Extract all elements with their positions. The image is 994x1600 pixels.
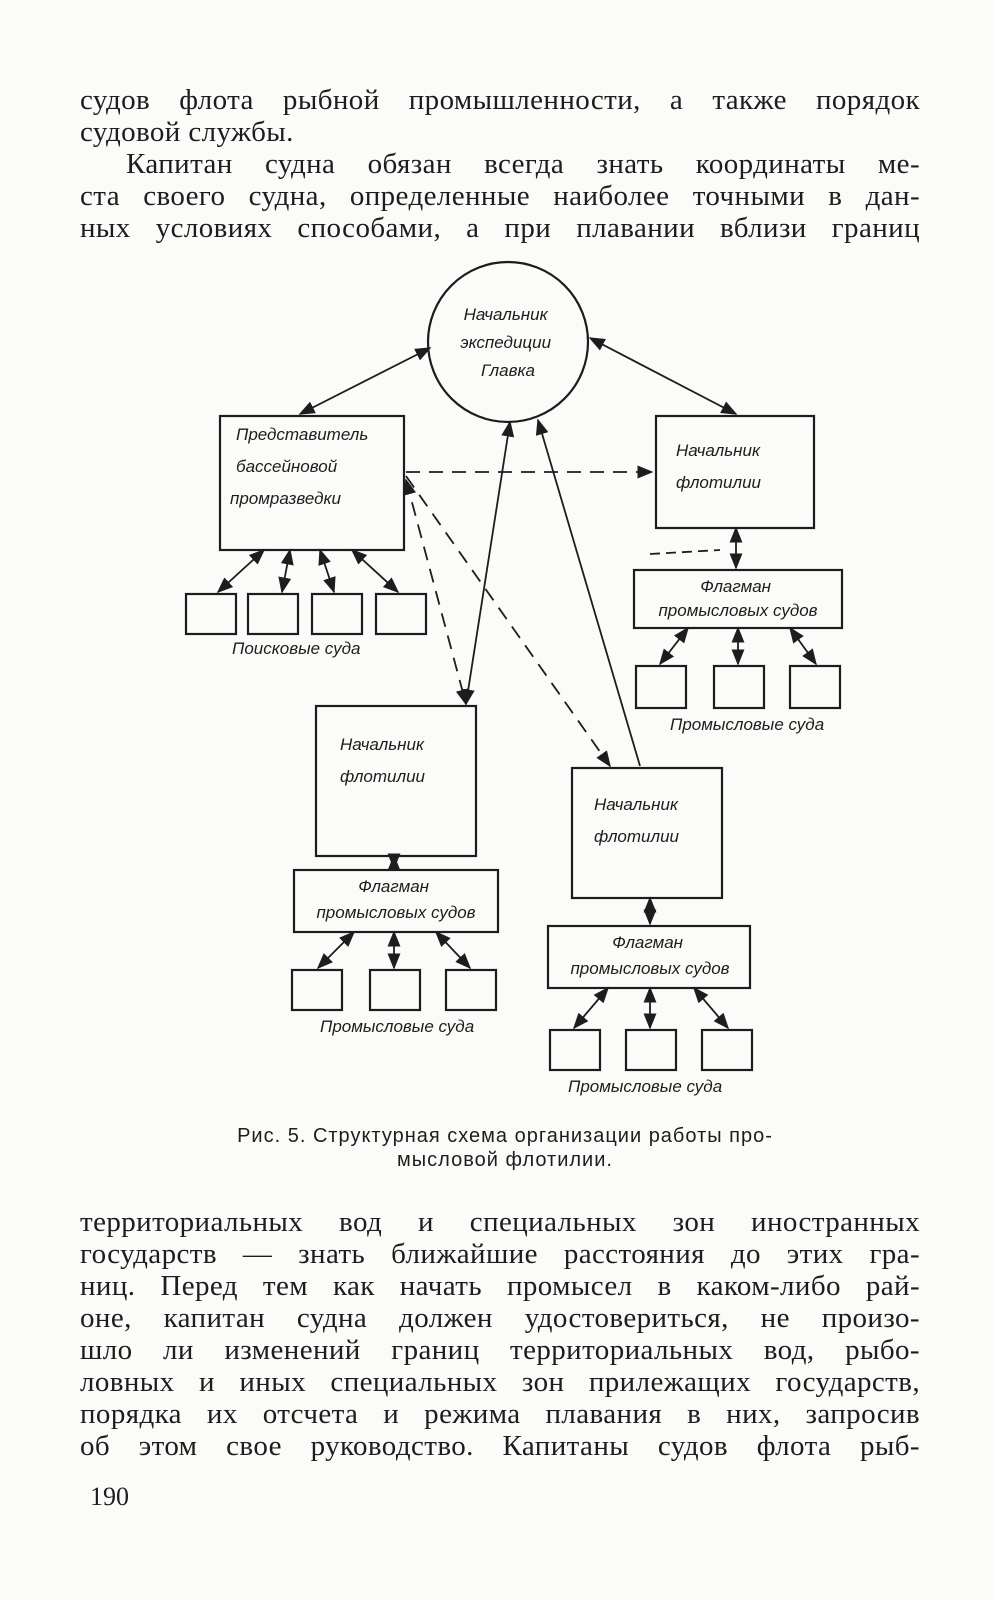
flotilla-label-lower: Начальник флотилии xyxy=(594,795,683,846)
arrow-head-flotilla-lower xyxy=(535,418,641,767)
text-line: ловных и иных специальных зон прилежащих… xyxy=(80,1366,920,1398)
dashed-arrow-scout-middle xyxy=(403,478,469,706)
fishing-ship xyxy=(290,968,344,1012)
fishing-ship xyxy=(634,664,688,710)
figure-caption: Рис. 5. Структурная схема организации ра… xyxy=(170,1124,840,1172)
scout-ship xyxy=(310,592,364,636)
top-paragraph: судов флота рыбной промышленности, а так… xyxy=(80,84,920,244)
fishing-ship xyxy=(712,664,766,710)
scout-ship xyxy=(184,592,238,636)
dashed-arrow-scout-lower xyxy=(405,475,611,768)
flagship-label-right: Флагман промысловых судов xyxy=(658,577,817,620)
text-line: шло ли изменений границ территориальных … xyxy=(80,1334,920,1366)
fishing-ship xyxy=(700,1028,754,1072)
text-line: судовой службы. xyxy=(80,116,294,148)
fishing-ship xyxy=(788,664,842,710)
caption-line: Рис. 5. Структурная схема организации ра… xyxy=(237,1125,773,1147)
scout-ship xyxy=(246,592,300,636)
text-line: государств — знать ближайшие расстояния … xyxy=(80,1238,920,1270)
flagship-label-lower: Флагман промысловых судов xyxy=(570,933,729,978)
dashed-line-right xyxy=(649,549,721,555)
scout-rep-label: Представитель бассейновой промразведки xyxy=(230,425,373,508)
text-line: ных условиях способами, а при плавании в… xyxy=(80,212,920,244)
text-line: оне, капитан судна должен удостовериться… xyxy=(80,1302,920,1334)
text-line: об этом свое руководство. Капитаны судов… xyxy=(80,1430,920,1462)
fishing-ship xyxy=(444,968,498,1012)
text-line: порядка их отсчета и режима плавания в н… xyxy=(80,1398,920,1430)
text-line: ниц. Перед тем как начать промысел в как… xyxy=(80,1270,920,1302)
page-number: 190 xyxy=(90,1482,129,1511)
fishing-ships-label-lower: Промысловые суда xyxy=(568,1077,722,1096)
head-label: Начальник экспедиции Главка xyxy=(460,305,556,380)
caption-line: мысловой флотилии. xyxy=(397,1149,613,1171)
fishing-ship xyxy=(548,1028,602,1072)
org-structure-diagram: Начальник экспедиции Главка Представител… xyxy=(184,260,844,1096)
flotilla-box-right xyxy=(654,414,816,530)
arrow-head-flotilla-middle xyxy=(461,420,515,706)
fishing-ship xyxy=(368,968,422,1012)
flotilla-label-middle: Начальник флотилии xyxy=(340,735,429,786)
bottom-paragraph: территориальных вод и специальных зон ин… xyxy=(80,1206,920,1462)
text-line: ста своего судна, определенные наиболее … xyxy=(80,180,920,212)
text-line: территориальных вод и специальных зон ин… xyxy=(80,1206,920,1238)
arrow-head-flotilla-right xyxy=(588,337,738,415)
arrow-head-scout xyxy=(298,347,432,415)
scout-ships-label: Поисковые суда xyxy=(232,639,360,658)
flotilla-label-right: Начальник флотилии xyxy=(676,441,765,492)
fishing-ships-label-right: Промысловые суда xyxy=(670,715,824,734)
fishing-ship xyxy=(624,1028,678,1072)
text-line: судов флота рыбной промышленности, а так… xyxy=(80,84,920,116)
text-line: Капитан судна обязан всегда знать коорди… xyxy=(126,148,920,180)
scout-ship xyxy=(374,592,428,636)
flagship-label-middle: Флагман промысловых судов xyxy=(316,877,475,922)
fishing-ships-label-middle: Промысловые суда xyxy=(320,1017,474,1036)
